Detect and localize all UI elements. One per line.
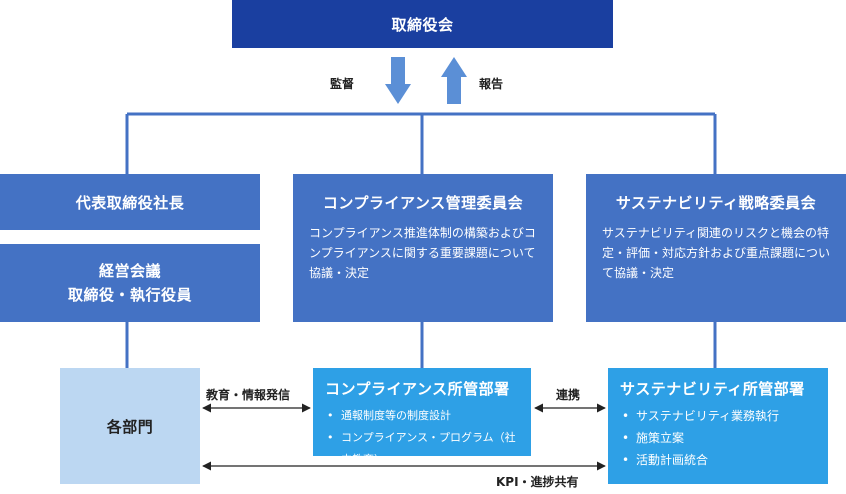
- supervise-label: 監督: [330, 77, 355, 91]
- compliance-dept-list: 通報制度等の制度設計 コンプライアンス・プログラム（社内教育）: [325, 405, 519, 471]
- president-title: 代表取締役社長: [75, 193, 185, 212]
- list-item: サステナビリティ業務執行: [620, 405, 816, 427]
- education-label: 教育・情報発信: [206, 388, 291, 402]
- cooperation-label: 連携: [556, 388, 581, 402]
- list-item: コンプライアンス・プログラム（社内教育）: [325, 427, 519, 471]
- board-title: 取締役会: [391, 15, 454, 34]
- list-item: 活動計画統合: [620, 449, 816, 471]
- list-item: 施策立案: [620, 427, 816, 449]
- sustainability-dept-box: サステナビリティ所管部署 サステナビリティ業務執行 施策立案 活動計画統合: [608, 368, 828, 484]
- departments-title: 各部門: [106, 417, 154, 436]
- list-item: 通報制度等の制度設計: [325, 405, 519, 427]
- compliance-dept-box: コンプライアンス所管部署 通報制度等の制度設計 コンプライアンス・プログラム（社…: [313, 368, 531, 466]
- management-box: 経営会議 取締役・執行役員: [0, 244, 260, 322]
- sustainability-dept-list: サステナビリティ業務執行 施策立案 活動計画統合: [620, 405, 816, 471]
- report-label: 報告: [479, 77, 504, 91]
- supervise-arrow: [385, 57, 411, 104]
- compliance-committee-description: コンプライアンス推進体制の構築およびコンプライアンスに関する重要課題について協議…: [309, 226, 536, 280]
- sustainability-committee-title: サステナビリティ戦略委員会: [615, 194, 817, 212]
- management-line1: 経営会議: [98, 262, 161, 280]
- sustainability-dept-title: サステナビリティ所管部署: [620, 380, 805, 398]
- compliance-dept-title: コンプライアンス所管部署: [325, 380, 510, 398]
- kpi-label: KPI・進捗共有: [496, 475, 579, 489]
- departments-box: 各部門: [60, 368, 200, 484]
- president-box: 代表取締役社長: [0, 174, 260, 230]
- compliance-committee-box: コンプライアンス管理委員会 コンプライアンス推進体制の構築およびコンプライアンス…: [293, 174, 553, 322]
- management-line2: 取締役・執行役員: [67, 286, 192, 304]
- compliance-committee-title: コンプライアンス管理委員会: [322, 194, 524, 212]
- report-arrow: [441, 57, 467, 104]
- sustainability-committee-box: サステナビリティ戦略委員会 サステナビリティ関連のリスクと機会の特定・評価・対応…: [586, 174, 846, 322]
- board-box: 取締役会: [232, 0, 613, 48]
- sustainability-committee-description: サステナビリティ関連のリスクと機会の特定・評価・対応方針および重点課題について協…: [602, 226, 831, 280]
